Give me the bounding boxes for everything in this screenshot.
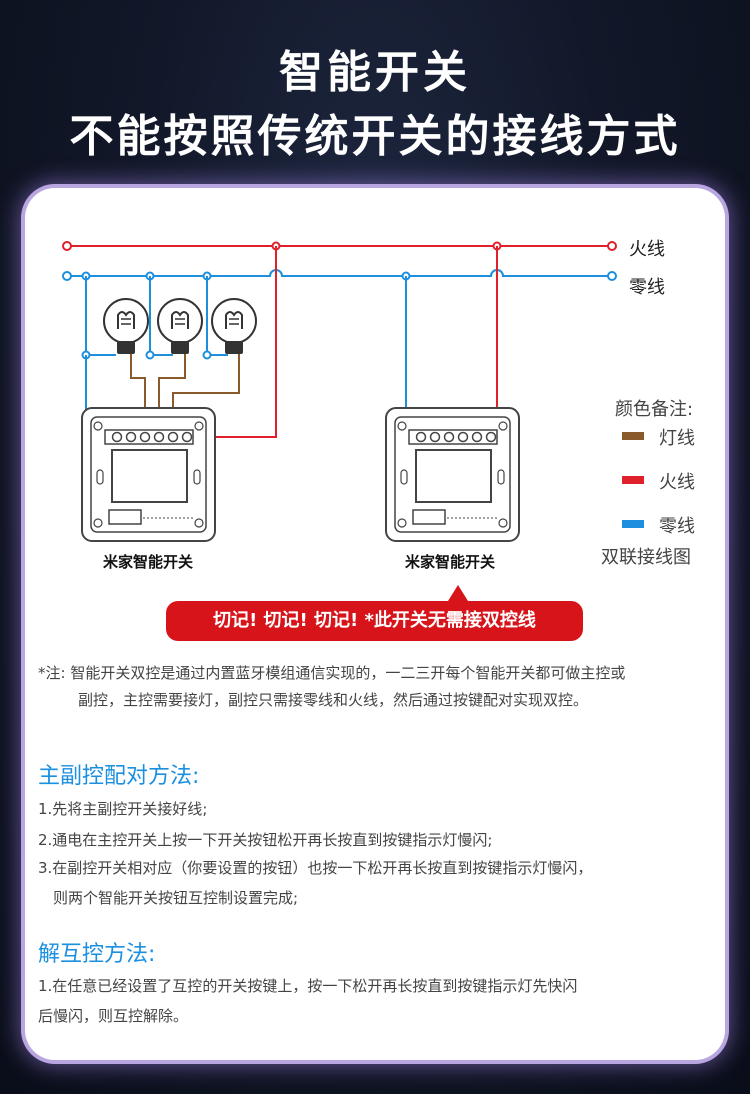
- live-to-left-switch: [190, 246, 277, 438]
- dual-wiring-label: 双联接线图: [601, 547, 691, 568]
- pairing-step-3: 3.在副控开关相对应（你要设置的按钮）也按一下松开再长按直到按键指示灯慢闪，: [38, 859, 593, 877]
- page-subtitle: 不能按照传统开关的接线方式: [69, 111, 681, 162]
- legend-item-neutral: 零线: [659, 516, 695, 537]
- page-title: 智能开关: [279, 47, 471, 98]
- legend-swatch-live: [622, 476, 644, 484]
- live-terminal-right: [607, 241, 617, 251]
- right-panel-label: 米家智能开关: [405, 553, 496, 571]
- pairing-step-1: 1.先将主副控开关接好线;: [38, 800, 208, 818]
- legend-item-live: 火线: [659, 472, 695, 493]
- live-terminal-left: [62, 241, 72, 251]
- neutral-label: 零线: [629, 277, 665, 298]
- legend-item-lamp: 灯线: [659, 428, 695, 449]
- left-panel-label: 米家智能开关: [103, 553, 194, 571]
- note-text: *注: 智能开关双控是通过内置蓝牙模组通信实现的，一二三开每个智能开关都可做主控…: [38, 660, 718, 714]
- note-line-2: 副控，主控需要接灯，副控只需接零线和火线，然后通过按键配对实现双控。: [78, 691, 589, 709]
- header: 智能开关 不能按照传统开关的接线方式: [0, 0, 750, 180]
- pairing-step-3-cont: 则两个智能开关按钮互控制设置完成;: [53, 889, 299, 907]
- lamp-1: [103, 298, 149, 354]
- neutral-wire-main: [67, 269, 612, 277]
- pairing-step-2: 2.通电在主控开关上按一下开关按钮松开再长按直到按键指示灯慢闪;: [38, 831, 493, 849]
- warning-banner: 切记! 切记! 切记! *此开关无需接双控线: [166, 601, 583, 641]
- unpair-step-1-cont: 后慢闪，则互控解除。: [38, 1007, 189, 1025]
- left-switch-panel: [81, 407, 216, 542]
- wiring-diagram: [62, 241, 617, 542]
- right-switch-panel: [385, 407, 520, 542]
- legend-swatch-neutral: [622, 520, 644, 528]
- content-card: 火线 零线 米家智能开关 米家智能开关 颜色备注: 灯线 火线 零线 双联接线图…: [25, 188, 725, 1060]
- neutral-terminal-left: [62, 271, 72, 281]
- note-line-1: *注: 智能开关双控是通过内置蓝牙模组通信实现的，一二三开每个智能开关都可做主控…: [38, 664, 626, 682]
- neutral-terminal-right: [607, 271, 617, 281]
- unpair-step-1: 1.在任意已经设置了互控的开关按键上，按一下松开再长按直到按键指示灯先快闪: [38, 977, 578, 995]
- pairing-title: 主副控配对方法:: [38, 764, 200, 789]
- legend-title: 颜色备注:: [615, 399, 694, 420]
- legend-swatch-lamp: [622, 432, 644, 440]
- warning-pointer: [448, 585, 468, 601]
- unpair-title: 解互控方法:: [38, 942, 156, 967]
- lamp-2: [157, 298, 203, 354]
- live-label: 火线: [629, 239, 665, 260]
- lamp-3: [211, 298, 257, 354]
